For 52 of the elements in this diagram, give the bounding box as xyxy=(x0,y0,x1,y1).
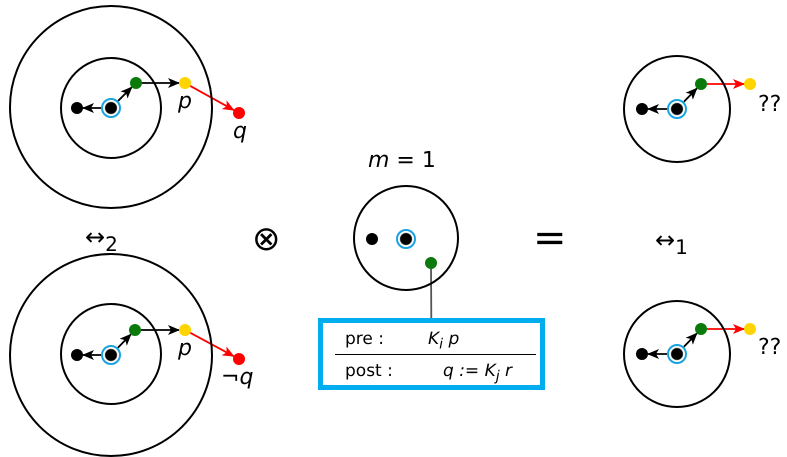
arrow xyxy=(683,332,698,348)
arrow xyxy=(707,79,745,89)
world-dot xyxy=(425,257,437,269)
operator-symbol: ⊗ xyxy=(252,222,280,256)
arrow xyxy=(647,104,667,114)
world-circle xyxy=(60,57,162,159)
arrow xyxy=(647,349,667,359)
world-circle xyxy=(60,303,162,405)
world-circle xyxy=(9,253,213,457)
relation-symbol: ↔$_{2}$ xyxy=(85,225,118,254)
arrow xyxy=(141,325,180,335)
arrow xyxy=(190,332,235,357)
world-dot xyxy=(71,102,83,114)
actual-world-dot xyxy=(101,345,121,365)
valuation-label: p xyxy=(178,91,192,113)
arrow xyxy=(82,103,101,113)
actual-world-dot xyxy=(667,344,687,364)
relation-symbol: ↔$_{1}$ xyxy=(655,228,688,257)
world-dot xyxy=(130,77,142,89)
action-box xyxy=(318,318,545,390)
equals-sign: = xyxy=(533,218,567,258)
actual-world-dot xyxy=(667,99,687,119)
world-dot xyxy=(695,323,707,335)
arrow xyxy=(190,85,235,111)
arrow xyxy=(117,86,132,102)
event-label: m = 1 xyxy=(368,150,436,172)
valuation-label: ¬q xyxy=(221,367,254,389)
world-circle xyxy=(9,5,213,209)
formula-text: K$_{i}$ p xyxy=(428,331,460,352)
world-dot xyxy=(71,349,83,361)
connector-line xyxy=(430,269,432,318)
world-dot xyxy=(366,233,378,245)
valuation-label: p xyxy=(178,338,192,360)
valuation-label: q xyxy=(233,121,247,143)
world-dot xyxy=(636,103,648,115)
arrow xyxy=(683,88,698,102)
world-dot xyxy=(129,324,141,336)
world-circle xyxy=(623,300,731,408)
arrow xyxy=(142,78,180,88)
valuation-label: ?? xyxy=(758,94,782,116)
arrow xyxy=(707,324,745,334)
arrow xyxy=(82,350,101,360)
actual-world-dot xyxy=(101,98,121,118)
formula-text: q := K$_{j}$ r xyxy=(443,363,512,384)
valuation-label: ?? xyxy=(758,337,782,359)
arrow xyxy=(117,334,132,348)
world-dot xyxy=(636,348,648,360)
field-label: post : xyxy=(345,363,393,380)
world-dot xyxy=(695,78,707,90)
actual-world-dot xyxy=(396,229,416,249)
world-circle xyxy=(623,55,731,163)
field-label: pre : xyxy=(345,331,384,348)
